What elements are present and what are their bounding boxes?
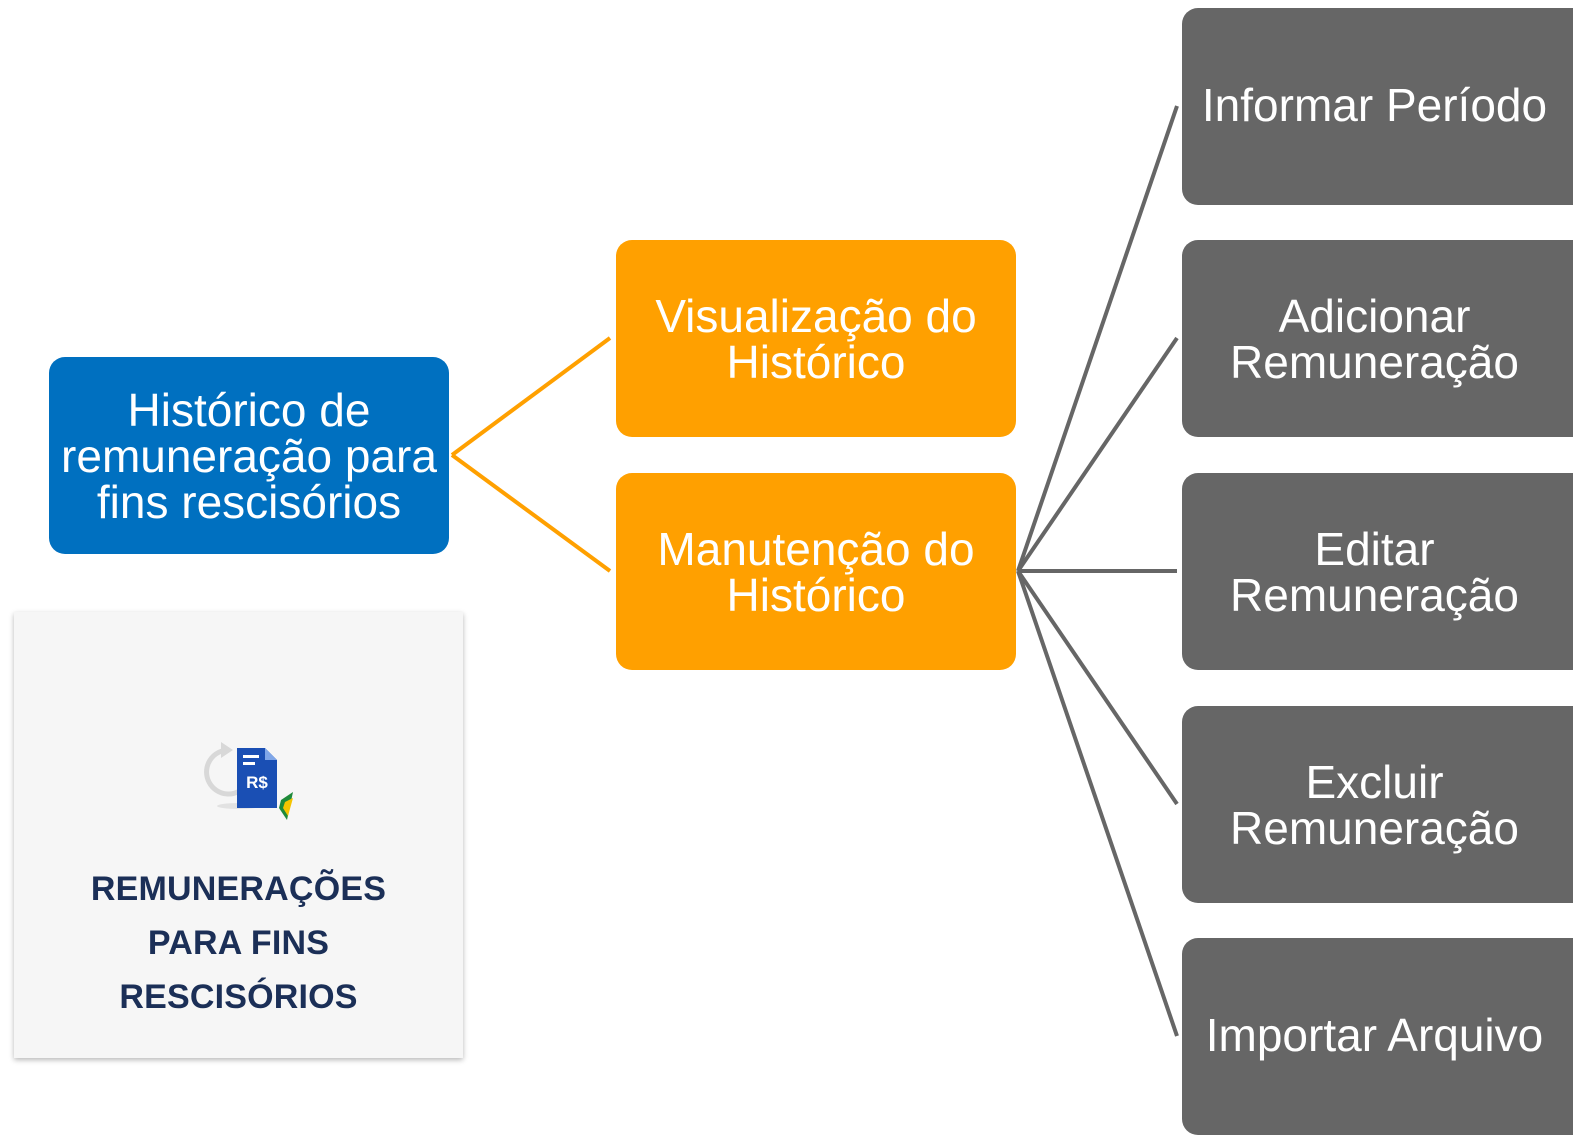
child-node-manutencao: Manutenção do Histórico (616, 473, 1016, 670)
leaf-node-informar-periodo: Informar Período (1182, 8, 1573, 205)
leaf-node-importar: Importar Arquivo (1182, 938, 1573, 1135)
currency-icon-text: R$ (246, 773, 268, 792)
child-node-visualizacao: Visualização do Histórico (616, 240, 1016, 437)
root-node: Histórico de remuneração para fins resci… (49, 357, 449, 554)
leaf-node-excluir: Excluir Remuneração (1182, 706, 1573, 903)
mid-connector-4 (1016, 569, 1179, 806)
leaf-node-label: Excluir Remuneração (1230, 755, 1519, 854)
mid-connectors (1016, 105, 1179, 1037)
root-node-label: Histórico de remuneração para fins resci… (61, 383, 437, 528)
remuneracoes-card[interactable]: R$ REMUNERAÇÕES PARA FINS RESCISÓRIOS (14, 612, 463, 1058)
remuneration-document-icon: R$ (204, 742, 293, 820)
leaf-node-label: Informar Período (1201, 78, 1548, 131)
child-node-label: Visualização do Histórico (655, 289, 977, 388)
leaf-node-adicionar: Adicionar Remuneração (1182, 240, 1573, 437)
leaf-node-label: Editar Remuneração (1230, 522, 1519, 621)
mid-connector-5 (1016, 570, 1179, 1037)
leaf-node-editar: Editar Remuneração (1182, 473, 1573, 670)
root-connector-1 (450, 336, 612, 457)
mid-connector-1 (1016, 105, 1179, 572)
root-connector-2 (450, 453, 612, 573)
leaf-node-label: Importar Arquivo (1205, 1008, 1544, 1061)
mid-connector-2 (1016, 336, 1179, 573)
child-node-label: Manutenção do Histórico (657, 522, 975, 621)
card-title: REMUNERAÇÕES PARA FINS RESCISÓRIOS (90, 870, 387, 1016)
root-connectors (450, 336, 612, 573)
leaf-node-label: Adicionar Remuneração (1230, 289, 1519, 388)
